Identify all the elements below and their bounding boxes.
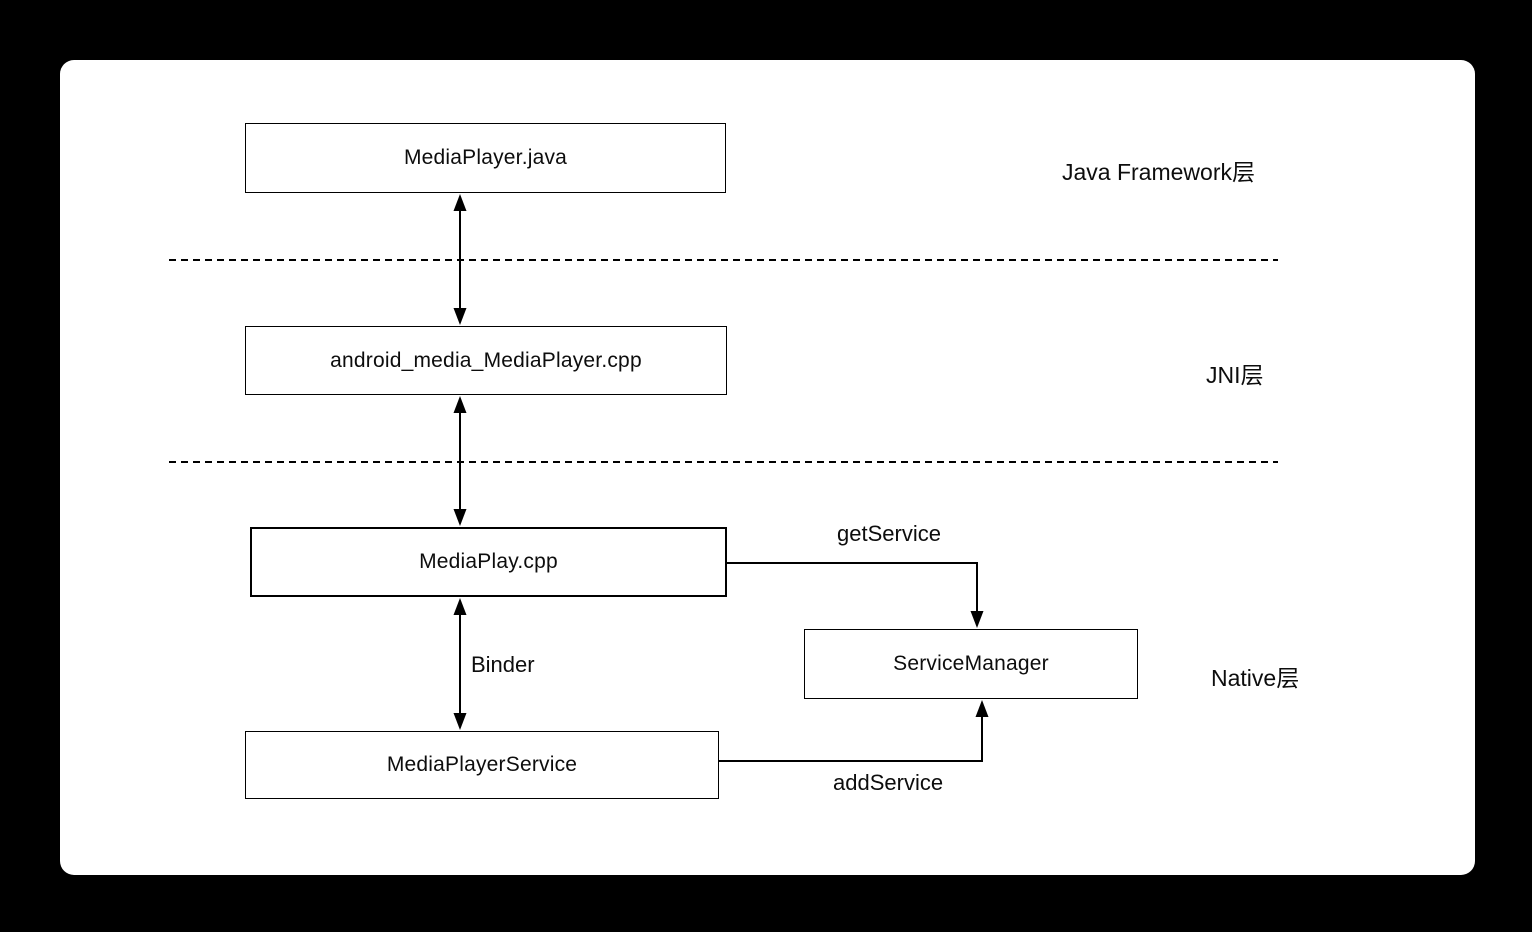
node-mediaplay-cpp-label: MediaPlay.cpp xyxy=(419,550,558,573)
layer-label-jni: JNI层 xyxy=(1206,362,1264,388)
layer-label-java-framework: Java Framework层 xyxy=(1062,159,1255,185)
edge-label-addservice: addService xyxy=(833,770,944,795)
edge-label-getservice: getService xyxy=(837,521,941,546)
node-mediaplayer-java: MediaPlayer.java xyxy=(245,123,726,193)
node-mediaplayer-java-label: MediaPlayer.java xyxy=(403,146,568,169)
node-android-media-mediaplayer-cpp-label: android_media_MediaPlayer.cpp xyxy=(330,348,642,372)
node-mediaplay-cpp: MediaPlay.cpp xyxy=(250,527,727,597)
edge-label-binder: Binder xyxy=(471,652,535,677)
node-mediaplayerservice: MediaPlayerService xyxy=(245,731,719,799)
node-servicemanager-label: ServiceManager xyxy=(893,652,1049,675)
layer-label-native: Native层 xyxy=(1211,665,1300,691)
node-android-media-mediaplayer-cpp: android_media_MediaPlayer.cpp xyxy=(245,326,727,395)
node-mediaplayerservice-label: MediaPlayerService xyxy=(386,753,578,776)
node-servicemanager: ServiceManager xyxy=(804,629,1138,699)
